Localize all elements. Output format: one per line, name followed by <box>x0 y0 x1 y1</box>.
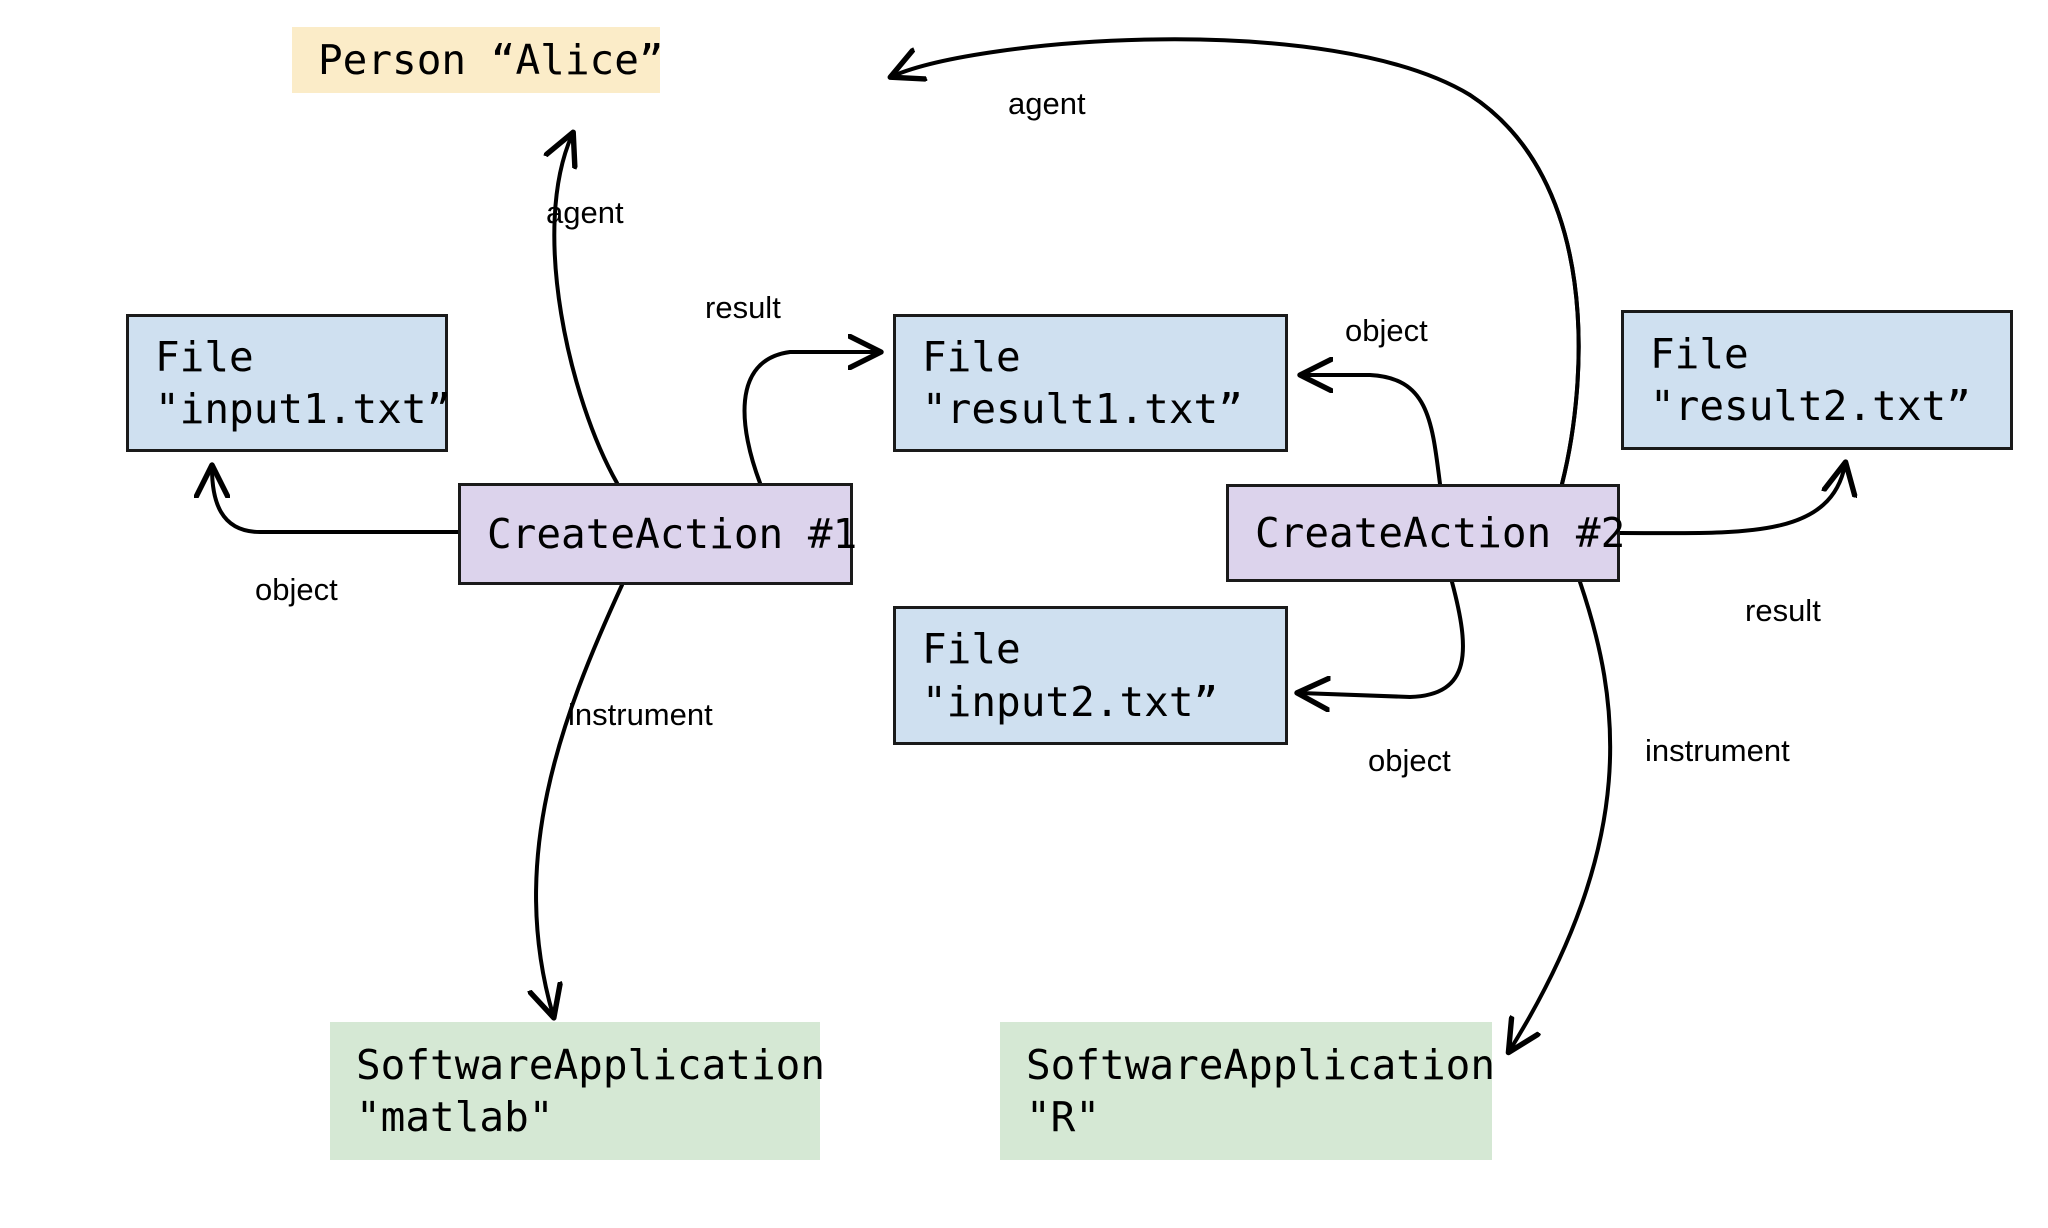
node-createaction-2-line1: CreateAction #2 <box>1255 508 1626 557</box>
node-createaction-2[interactable]: CreateAction #2 <box>1226 484 1626 582</box>
node-createaction-1-line1: CreateAction #1 <box>487 509 858 558</box>
node-file-input1-line2: "input1.txt” <box>155 385 452 433</box>
edge-path-ca2-instrument <box>1510 580 1613 1050</box>
node-createaction-1[interactable]: CreateAction #1 <box>458 483 858 585</box>
edge-label-ca2-result: result <box>1745 593 1821 628</box>
node-file-result2-line1: File <box>1650 329 1749 378</box>
node-file-input2[interactable]: File "input2.txt” <box>893 606 1288 745</box>
node-file-input2-line2: "input2.txt” <box>922 677 1219 726</box>
edge-path-ca1-agent <box>554 135 619 485</box>
node-software-r-line2: "R" <box>1026 1093 1101 1141</box>
edge-label-ca1-result: result <box>705 290 781 325</box>
node-file-input1-line1: File <box>155 332 254 381</box>
edge-label-ca2-instrument: instrument <box>1645 733 1790 768</box>
edge-path-ca2-agent-riser <box>1468 93 1581 486</box>
node-file-input1[interactable]: File "input1.txt” <box>126 314 452 452</box>
node-file-result1[interactable]: File "result1.txt” <box>893 314 1288 452</box>
edge-path-ca2-object-result1 <box>1303 375 1442 486</box>
edge-label-ca1-instrument: instrument <box>568 697 713 732</box>
edge-label-ca2-object-result1: object <box>1345 313 1428 348</box>
edge-path-ca1-instrument <box>536 583 624 1015</box>
edge-path-ca2-object-input2 <box>1300 580 1465 697</box>
node-person-alice-line1: Person “Alice” <box>318 35 664 84</box>
edge-label-ca1-agent: agent <box>546 195 624 230</box>
edge-label-ca1-object: object <box>255 572 338 607</box>
node-file-result2[interactable]: File "result2.txt” <box>1621 310 2013 450</box>
edge-path-ca1-result <box>742 352 878 485</box>
edge-path-ca1-object <box>212 468 460 534</box>
node-software-matlab-line2: "matlab" <box>356 1093 554 1141</box>
node-software-r[interactable]: SoftwareApplication "R" <box>1000 1022 1495 1160</box>
node-file-result2-line2: "result2.txt” <box>1650 382 1971 430</box>
node-file-input2-line1: File <box>922 625 1021 674</box>
edge-label-ca2-agent: agent <box>1008 86 1086 121</box>
node-software-matlab-line1: SoftwareApplication <box>356 1040 825 1089</box>
node-file-result1-line1: File <box>922 332 1021 381</box>
node-software-r-line1: SoftwareApplication <box>1026 1040 1495 1089</box>
node-file-result1-line2: "result1.txt” <box>922 385 1243 433</box>
edge-label-ca2-object-input2: object <box>1368 743 1451 778</box>
node-software-matlab[interactable]: SoftwareApplication "matlab" <box>330 1022 825 1160</box>
edge-path-ca2-result <box>1618 465 1845 536</box>
node-person-alice[interactable]: Person “Alice” <box>292 27 664 93</box>
